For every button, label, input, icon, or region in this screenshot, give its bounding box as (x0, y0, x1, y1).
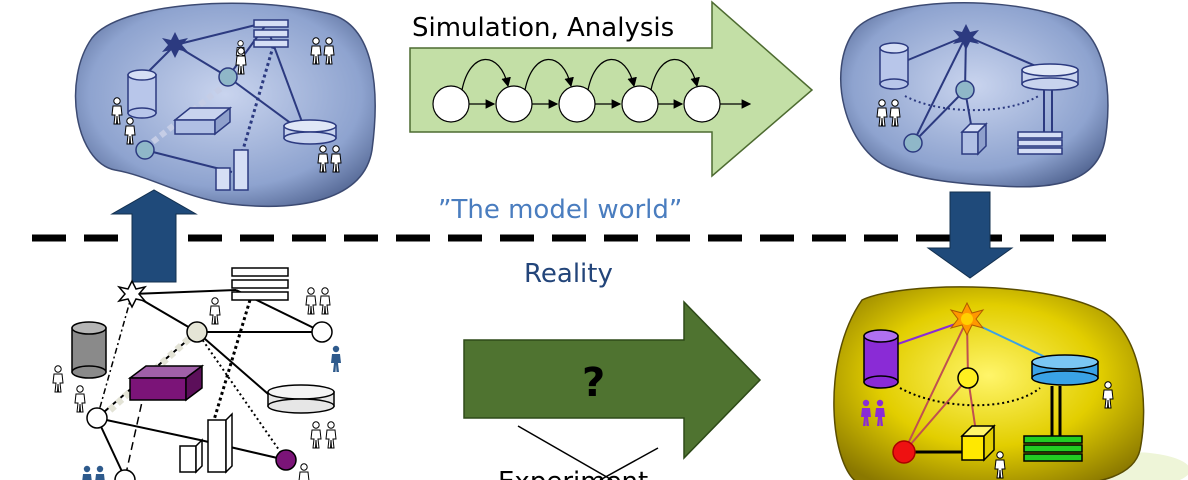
reality-network (52, 267, 341, 480)
building-icon (215, 149, 249, 191)
calibrated-model-blob (833, 286, 1145, 480)
server-stack-icon (231, 267, 289, 301)
node-icon (311, 321, 333, 343)
model-world-blob-right (840, 2, 1109, 188)
up-arrow (110, 189, 198, 283)
node-icon (186, 321, 208, 343)
sun-icon (162, 32, 188, 58)
box-icon (127, 364, 205, 402)
down-arrow (926, 191, 1014, 279)
server-stack-icon (1017, 131, 1063, 155)
building-icon (179, 412, 233, 474)
markov-chain (432, 58, 752, 123)
person-icon (95, 465, 105, 480)
node-icon (86, 407, 108, 429)
node-icon (135, 140, 155, 160)
server-stack-icon (253, 19, 289, 48)
simulation-label: Simulation, Analysis (412, 13, 674, 43)
sun-icon (949, 301, 985, 337)
simulation-arrow (409, 0, 814, 178)
database-icon (127, 69, 157, 119)
simulation-label-bg (410, 6, 710, 42)
node-icon (955, 80, 975, 100)
database-icon (863, 329, 899, 389)
node-icon (218, 67, 238, 87)
node-icon (957, 367, 979, 389)
node-icon (903, 133, 923, 153)
disk-icon (283, 119, 337, 145)
node-icon (892, 440, 916, 464)
question-mark: ? (582, 360, 605, 406)
person-icon (305, 287, 317, 315)
disk-icon (267, 384, 335, 414)
sun-icon (116, 279, 148, 309)
person-icon (209, 297, 221, 325)
reality-label: Reality (524, 259, 613, 289)
experiment-cross (517, 425, 659, 480)
database-icon (71, 321, 107, 379)
sun-icon (953, 24, 979, 50)
node-icon (114, 469, 136, 480)
experiment-label: Experiment (498, 467, 648, 480)
person-icon (325, 421, 337, 449)
box-icon (960, 122, 988, 156)
person-icon (319, 287, 331, 315)
person-icon (298, 463, 310, 480)
box-icon (172, 106, 233, 136)
person-icon (74, 385, 86, 413)
box-icon (960, 424, 996, 462)
question-arrow (463, 300, 762, 460)
disk-icon (1021, 63, 1079, 91)
node-icon (275, 449, 297, 471)
person-icon (310, 421, 322, 449)
model-world-blob-left (74, 2, 376, 207)
disk-icon (1031, 354, 1099, 386)
model-world-label: ”The model world” (438, 195, 682, 225)
person-icon (82, 465, 92, 480)
server-stack-icon (1023, 435, 1083, 462)
person-icon (52, 365, 64, 393)
database-icon (879, 42, 909, 90)
person-icon (331, 345, 341, 372)
